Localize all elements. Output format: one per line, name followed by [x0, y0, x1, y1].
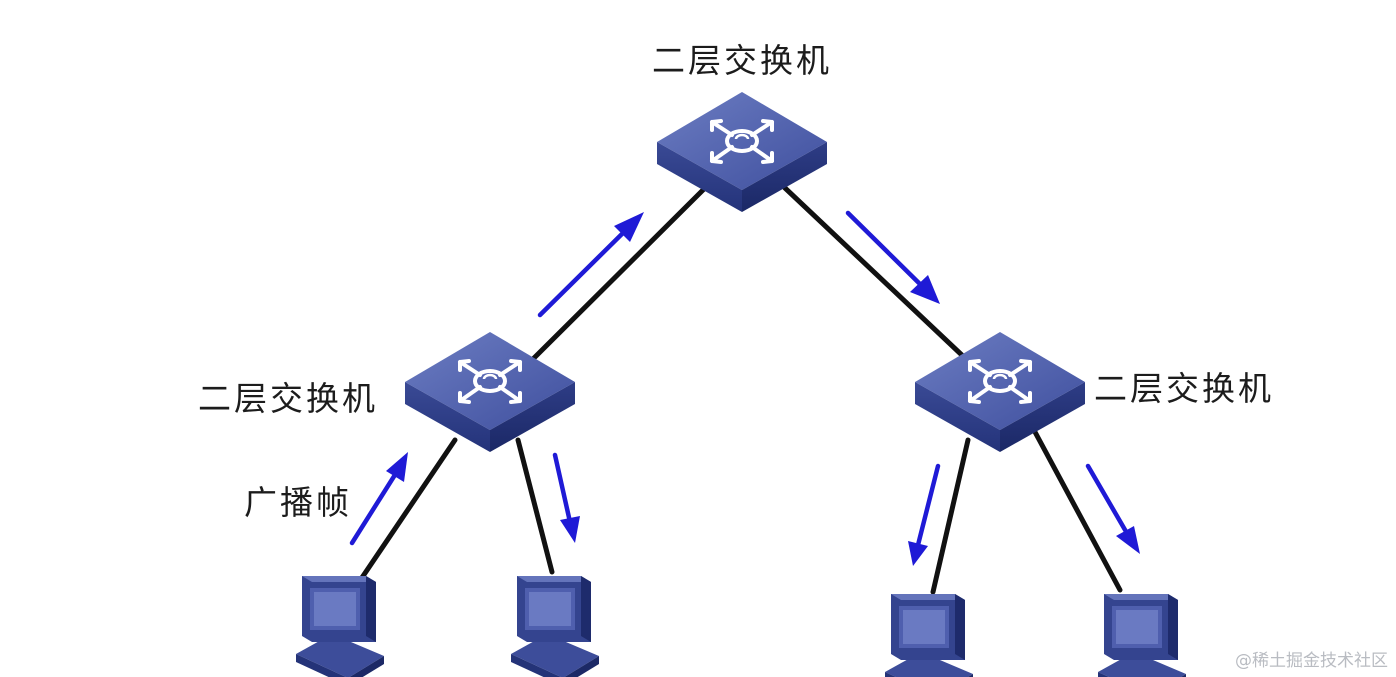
link-right-pc3 — [930, 437, 971, 595]
arrow-up-from-pc1 — [349, 452, 408, 546]
top-switch-label: 二层交换机 — [652, 41, 832, 80]
broadcast-arrows — [349, 210, 1140, 566]
link-left-pc1 — [354, 437, 458, 588]
switch-left-icon — [403, 330, 577, 454]
watermark-text: @稀土掘金技术社区 — [1235, 651, 1388, 671]
switch-top-icon — [655, 90, 829, 214]
switch-right-icon — [913, 330, 1087, 454]
arrow-up-left-link — [537, 212, 644, 318]
right-switch-label: 二层交换机 — [1094, 369, 1274, 408]
pc-2-icon — [511, 576, 599, 677]
link-top-right — [782, 185, 968, 361]
arrow-down-to-pc4 — [1085, 463, 1140, 554]
pc-3-icon — [885, 594, 973, 677]
link-left-pc2 — [515, 437, 555, 575]
link-top-left — [529, 185, 708, 363]
broadcast-frame-label: 广播帧 — [244, 483, 352, 522]
pc-4-icon — [1098, 594, 1186, 677]
arrow-down-to-pc3 — [908, 463, 941, 566]
link-right-pc4 — [1032, 429, 1123, 593]
network-links — [354, 185, 1123, 595]
pc-1-icon — [296, 576, 384, 677]
arrow-down-to-pc2 — [552, 452, 580, 543]
left-switch-label: 二层交换机 — [198, 379, 378, 418]
arrow-down-right-link — [845, 210, 940, 304]
